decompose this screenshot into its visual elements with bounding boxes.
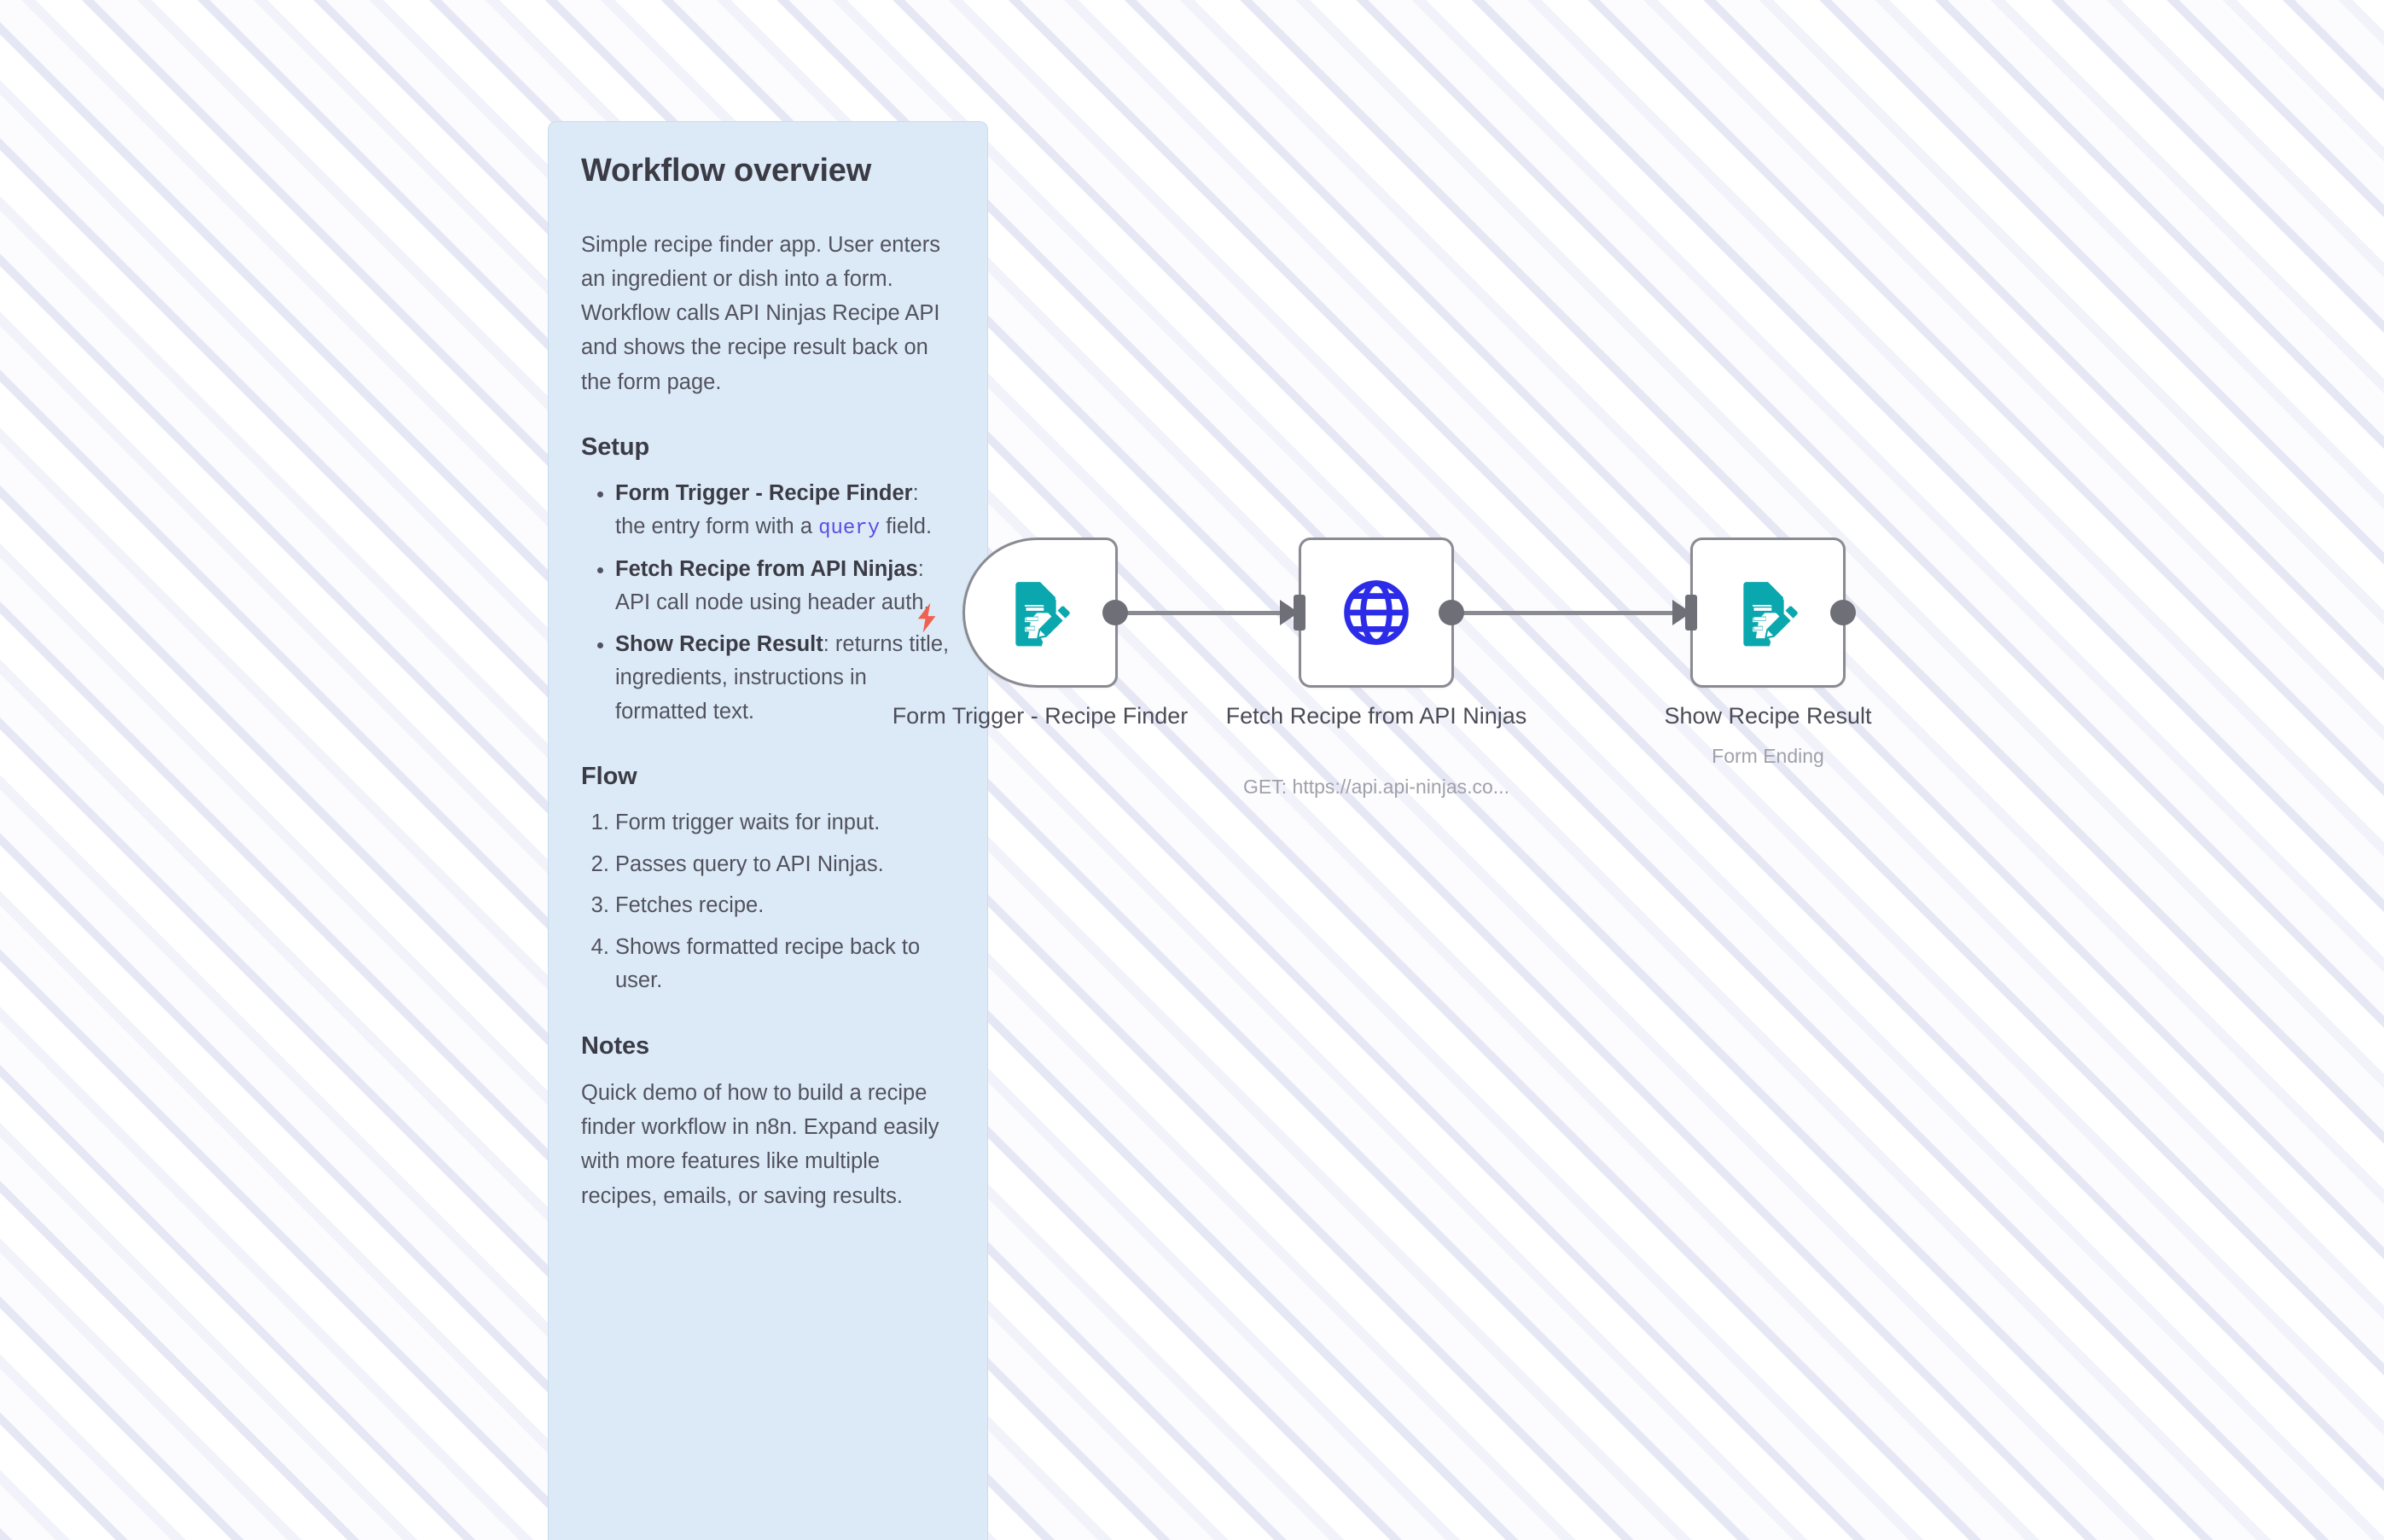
node-show-recipe-result[interactable] — [1685, 538, 1856, 688]
setup-item-desc-after: field. — [880, 514, 933, 539]
setup-item-desc-before: : the entry form with a — [615, 480, 919, 539]
list-item: Shows formatted recipe back to user. — [615, 931, 955, 998]
lightning-bolt-icon — [917, 602, 936, 633]
setup-item-name: Show Recipe Result — [615, 631, 823, 656]
output-port[interactable] — [1439, 600, 1464, 625]
node-label-show-recipe-result: Show Recipe Result — [1664, 703, 1872, 729]
node-sublabel-show-recipe-result: Form Ending — [1712, 745, 1824, 767]
globe-icon — [1344, 580, 1409, 645]
list-item: Show Recipe Result: returns title, ingre… — [615, 628, 955, 729]
list-item: Passes query to API Ninjas. — [615, 848, 955, 882]
output-port[interactable] — [1830, 600, 1856, 625]
sticky-note[interactable]: Workflow overview Simple recipe finder a… — [548, 121, 988, 1540]
list-item: Fetches recipe. — [615, 889, 955, 923]
flow-list: Form trigger waits for input. Passes que… — [581, 806, 955, 998]
setup-list: Form Trigger - Recipe Finder: the entry … — [581, 477, 955, 729]
node-fetch-recipe-from-api-ninjas[interactable] — [1294, 538, 1464, 688]
list-item: Form trigger waits for input. — [615, 806, 955, 840]
notes-heading: Notes — [581, 1032, 650, 1060]
connection-form-trigger-to-http-request[interactable] — [1120, 611, 1291, 615]
list-item: Fetch Recipe from API Ninjas: API call n… — [615, 553, 955, 620]
node-label-form-trigger: Form Trigger - Recipe Finder — [892, 703, 1189, 729]
form-edit-icon — [1743, 582, 1798, 647]
sticky-note-intro: Simple recipe finder app. User enters an… — [581, 232, 940, 394]
setup-item-desc-before: : returns title, ingredients, instructio… — [615, 631, 950, 724]
form-edit-icon — [1015, 582, 1070, 647]
setup-item-name: Fetch Recipe from API Ninjas — [615, 556, 918, 581]
flow-heading: Flow — [581, 763, 637, 791]
sticky-note-title: Workflow overview — [581, 153, 872, 189]
node-label-fetch-recipe: Fetch Recipe from API Ninjas — [1225, 703, 1527, 729]
node-sublabel-fetch-recipe: GET: https://api.api-ninjas.co... — [1243, 776, 1509, 798]
connection-http-request-to-form-ending[interactable] — [1452, 611, 1684, 615]
notes-text: Quick demo of how to build a recipe find… — [581, 1080, 939, 1208]
setup-heading: Setup — [581, 433, 650, 461]
setup-item-name: Form Trigger - Recipe Finder — [615, 480, 913, 505]
input-port[interactable] — [1294, 595, 1305, 631]
query-code-token: query — [818, 517, 881, 541]
node-form-trigger[interactable] — [962, 538, 1128, 688]
list-item: Form Trigger - Recipe Finder: the entry … — [615, 477, 955, 545]
setup-item-desc-before: : API call node using header auth. — [615, 556, 930, 615]
input-port[interactable] — [1685, 595, 1697, 631]
output-port[interactable] — [1102, 600, 1128, 625]
